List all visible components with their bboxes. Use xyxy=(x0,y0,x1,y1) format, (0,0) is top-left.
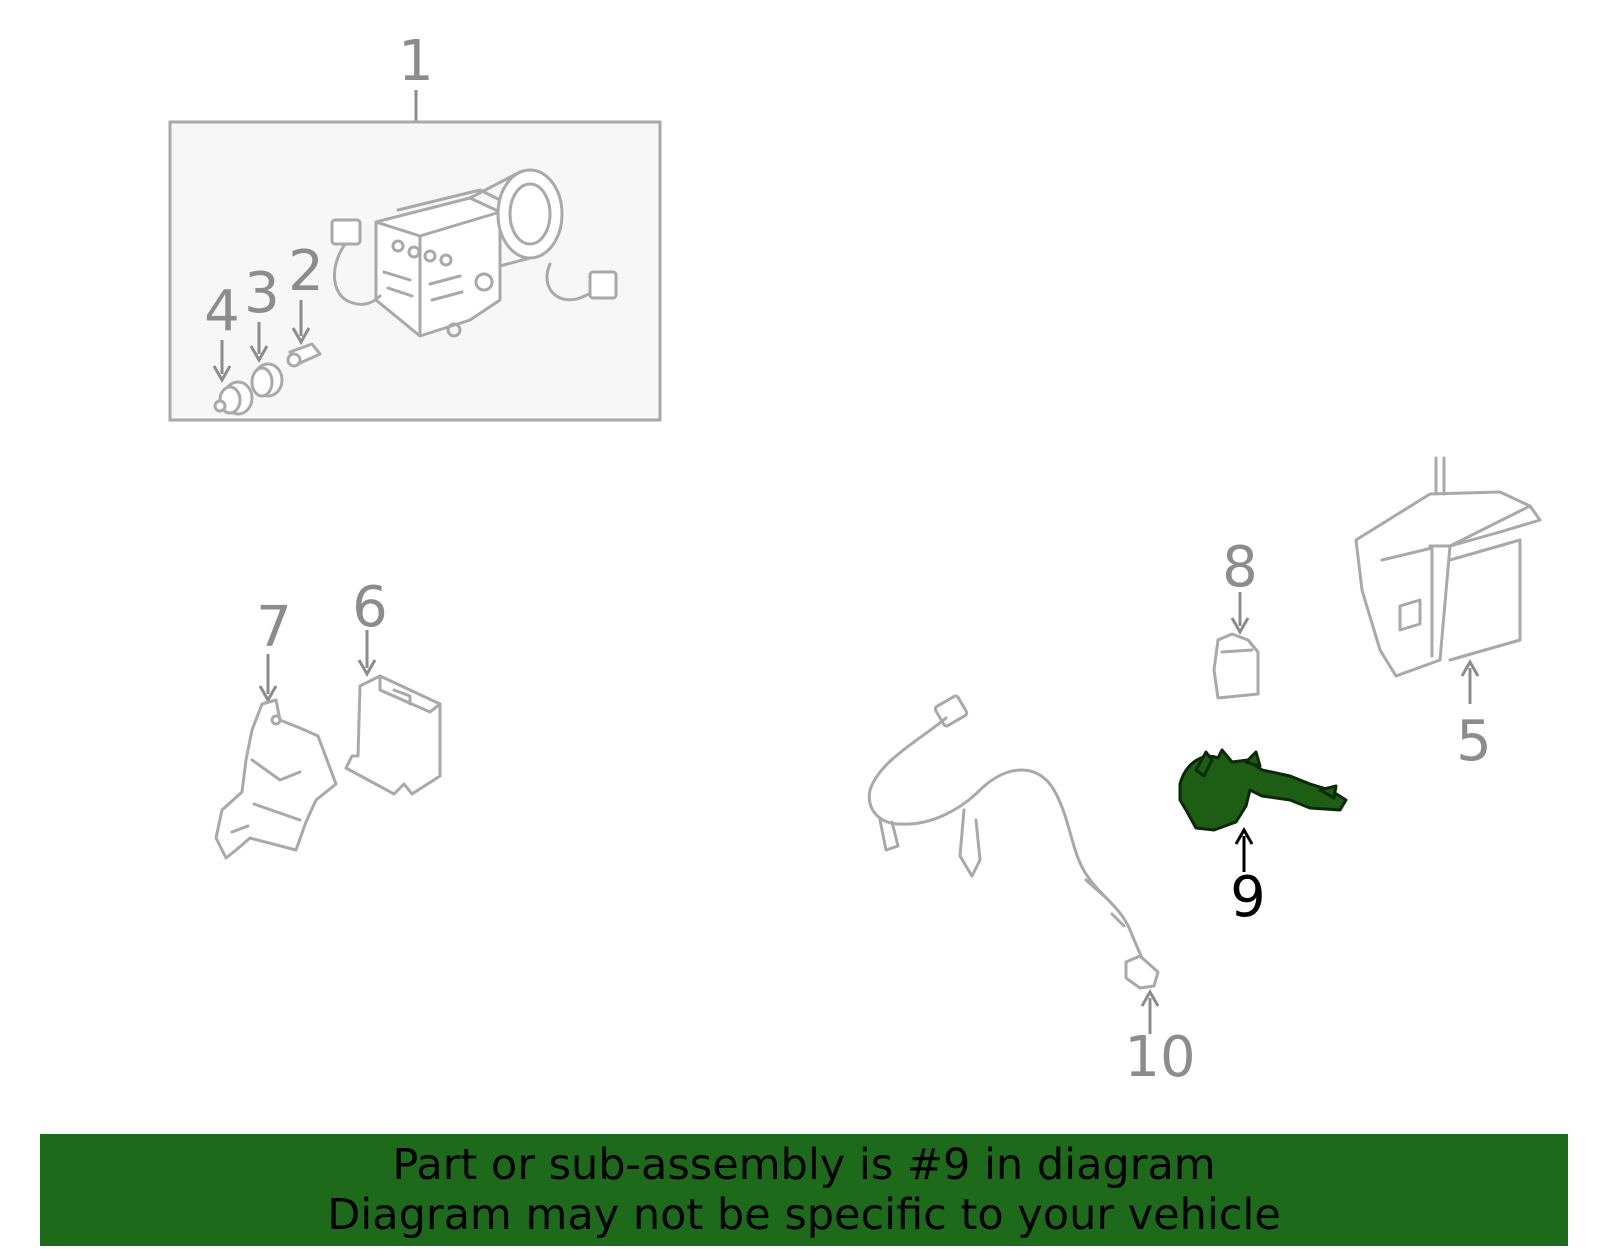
callout-4: 4 xyxy=(204,279,240,344)
info-banner: Part or sub-assembly is #9 in diagram Di… xyxy=(40,1134,1568,1246)
part-8-clip[interactable] xyxy=(1212,592,1260,700)
part-1-abs-modulator-assembly[interactable] xyxy=(168,90,662,422)
callout-1: 1 xyxy=(398,29,434,94)
callout-10: 10 xyxy=(1124,1025,1195,1090)
callout-9: 9 xyxy=(1230,865,1266,930)
callout-8: 8 xyxy=(1222,535,1258,600)
part-10-speed-sensor-cable[interactable] xyxy=(867,694,1160,990)
part-6-control-module[interactable] xyxy=(344,630,442,796)
callout-2: 2 xyxy=(288,239,324,304)
part-5-bracket[interactable] xyxy=(1354,456,1542,678)
callout-3: 3 xyxy=(244,261,280,326)
part-9-highlighted[interactable] xyxy=(1178,748,1348,832)
callout-5: 5 xyxy=(1456,709,1492,774)
callout-6: 6 xyxy=(352,575,388,640)
banner-line-1: Part or sub-assembly is #9 in diagram xyxy=(392,1140,1216,1190)
part-4-grommet[interactable] xyxy=(212,340,254,416)
part-2-sensor[interactable] xyxy=(286,300,322,368)
banner-line-2: Diagram may not be specific to your vehi… xyxy=(327,1190,1281,1240)
part-3-bushing[interactable] xyxy=(249,322,284,398)
part-7-mount-bracket[interactable] xyxy=(214,654,338,860)
callout-7: 7 xyxy=(256,595,292,660)
